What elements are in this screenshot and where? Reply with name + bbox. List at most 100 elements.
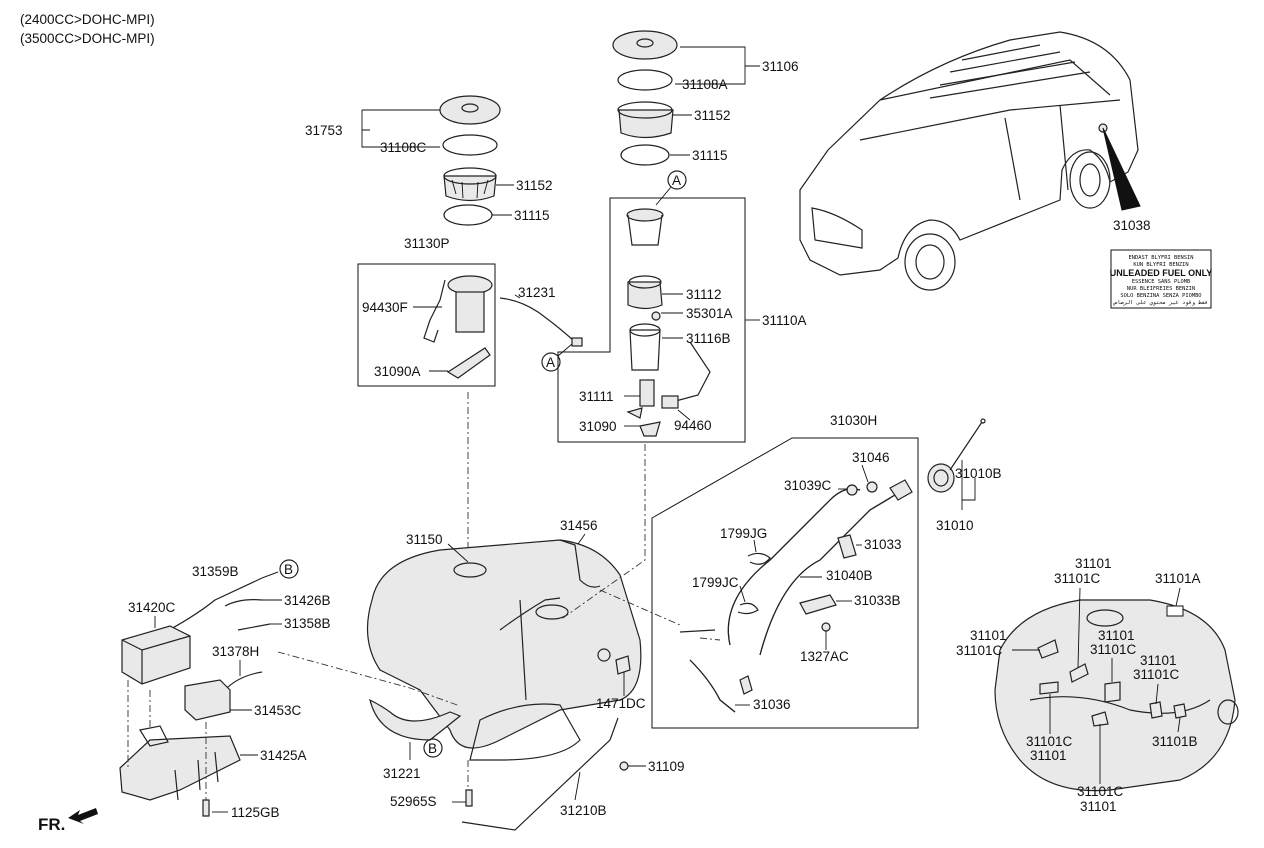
label-31116B: 31116B — [686, 331, 731, 346]
label-31108A: 31108A — [682, 77, 728, 92]
warning-line-5: NUR BLEIFREIES BENZIN — [1127, 286, 1195, 292]
callout-a-lower-text: A — [546, 355, 555, 370]
engine-variant-2: (3500CC>DOHC-MPI) — [20, 31, 155, 46]
label-31030H: 31030H — [830, 413, 877, 428]
label-31425A: 31425A — [260, 748, 307, 763]
label-31426B: 31426B — [284, 593, 331, 608]
label-31010B: 31010B — [955, 466, 1002, 481]
callout-b-upper — [279, 559, 299, 579]
tank-label-31101A: 31101A — [1155, 571, 1201, 586]
label-31115-right: 31115 — [692, 148, 728, 163]
gasket-ring — [442, 134, 498, 156]
callout-a-lower — [541, 352, 561, 372]
label-31036: 31036 — [753, 697, 791, 712]
tank-label-31101C-l: 31101C — [956, 643, 1003, 658]
engine-variant-1: (2400CC>DOHC-MPI) — [20, 12, 155, 27]
vehicle-suv-illustration — [799, 31, 1139, 291]
sender-plate-31753-assembly — [439, 95, 501, 226]
label-31046: 31046 — [852, 450, 890, 465]
wiring-harness-31231 — [499, 297, 576, 343]
tank-label-31101-bl: 31101 — [1030, 748, 1067, 763]
label-31115-left: 31115 — [514, 208, 550, 223]
hose-31378H — [224, 671, 263, 691]
label-31753: 31753 — [305, 123, 343, 138]
filter-31453C — [184, 679, 231, 721]
fuel-cap-31010 — [927, 418, 986, 493]
label-1799JG: 1799JG — [720, 526, 767, 541]
callout-a-upper-text: A — [672, 173, 681, 188]
label-31106: 31106 — [762, 59, 799, 74]
label-31210B: 31210B — [560, 803, 607, 818]
callout-b-upper-text: B — [284, 562, 293, 577]
label-31152-left: 31152 — [516, 178, 553, 193]
label-52965S: 52965S — [390, 794, 437, 809]
label-94460: 94460 — [674, 418, 712, 433]
tank-strap-31210B — [461, 717, 619, 831]
tank-label-31101-l: 31101 — [970, 628, 1007, 643]
tank-label-31101-r: 31101 — [1140, 653, 1177, 668]
tank-label-31101-top: 31101 — [1075, 556, 1112, 571]
label-31358B: 31358B — [284, 616, 331, 631]
bracket-31425A — [119, 725, 241, 801]
pump-reservoir-31116B — [629, 329, 661, 371]
warning-line-4: ESSENCE SANS PLOMB — [1132, 279, 1190, 285]
fuel-tank-label-locations — [994, 599, 1239, 792]
tank-label-31101C-m: 31101C — [1090, 642, 1137, 657]
callout-a-upper — [667, 170, 687, 190]
label-31108C: 31108C — [380, 140, 427, 155]
label-31010: 31010 — [936, 518, 974, 533]
label-35301A: 35301A — [686, 306, 733, 321]
fuel-pump-box — [557, 197, 746, 443]
label-31090A: 31090A — [374, 364, 421, 379]
label-31221: 31221 — [383, 766, 421, 781]
sender-plate-31106-assembly — [612, 30, 678, 166]
clip-35301A — [651, 311, 661, 321]
warning-line-1: ENDAST BLYFRI BENSIN — [1129, 255, 1194, 261]
label-31453C: 31453C — [254, 703, 302, 718]
canister-31420C — [121, 625, 191, 685]
label-31090: 31090 — [579, 419, 617, 434]
nut-31109 — [619, 761, 629, 771]
label-31112: 31112 — [686, 287, 722, 302]
label-31039C: 31039C — [784, 478, 832, 493]
front-orientation-label: FR. — [38, 815, 65, 834]
warning-line-2: KUN BLYFRI BENZIN — [1133, 262, 1188, 268]
tank-label-31101-b: 31101 — [1080, 799, 1117, 814]
label-31359B: 31359B — [192, 564, 239, 579]
sender-bracket — [446, 347, 491, 379]
callout-b-lower-text: B — [428, 741, 437, 756]
label-31111: 31111 — [579, 389, 614, 404]
warning-line-7: فقط وقود غير محتوي على الرصاص — [1113, 300, 1208, 306]
tank-label-31101C-b: 31101C — [1077, 784, 1124, 799]
label-31040B: 31040B — [826, 568, 873, 583]
label-31110A: 31110A — [762, 313, 807, 328]
label-31456: 31456 — [560, 518, 598, 533]
bolt-1125GB — [202, 799, 210, 817]
filler-neck-box — [651, 437, 919, 729]
sender-unit-box — [357, 263, 496, 387]
label-31033: 31033 — [864, 537, 902, 552]
label-31130P: 31130P — [404, 236, 450, 251]
callout-b-lower — [423, 738, 443, 758]
fuel-pump-motor-31111 — [639, 379, 655, 407]
clip-1471DC — [615, 655, 631, 675]
label-94430F: 94430F — [362, 300, 408, 315]
label-31152-right: 31152 — [694, 108, 731, 123]
tank-label-31101C-r: 31101C — [1133, 667, 1180, 682]
label-31150: 31150 — [406, 532, 443, 547]
label-31231: 31231 — [518, 285, 556, 300]
sender-plate — [439, 95, 501, 125]
fuel-filter-31112 — [627, 281, 663, 310]
warning-line-6: SOLO BENZINA SENZA PIOMBO — [1120, 293, 1201, 299]
fuel-pump-module — [626, 208, 711, 437]
label-31378H: 31378H — [212, 644, 259, 659]
label-31109: 31109 — [648, 759, 685, 774]
hose-31358B — [237, 623, 271, 631]
fuel-tank-31150 — [366, 539, 642, 761]
tank-label-31101-m: 31101 — [1098, 628, 1135, 643]
filler-neck-assembly — [679, 479, 913, 713]
label-31033B: 31033B — [854, 593, 901, 608]
tank-label-31101C-top: 31101C — [1054, 571, 1101, 586]
lock-ring — [443, 175, 497, 202]
